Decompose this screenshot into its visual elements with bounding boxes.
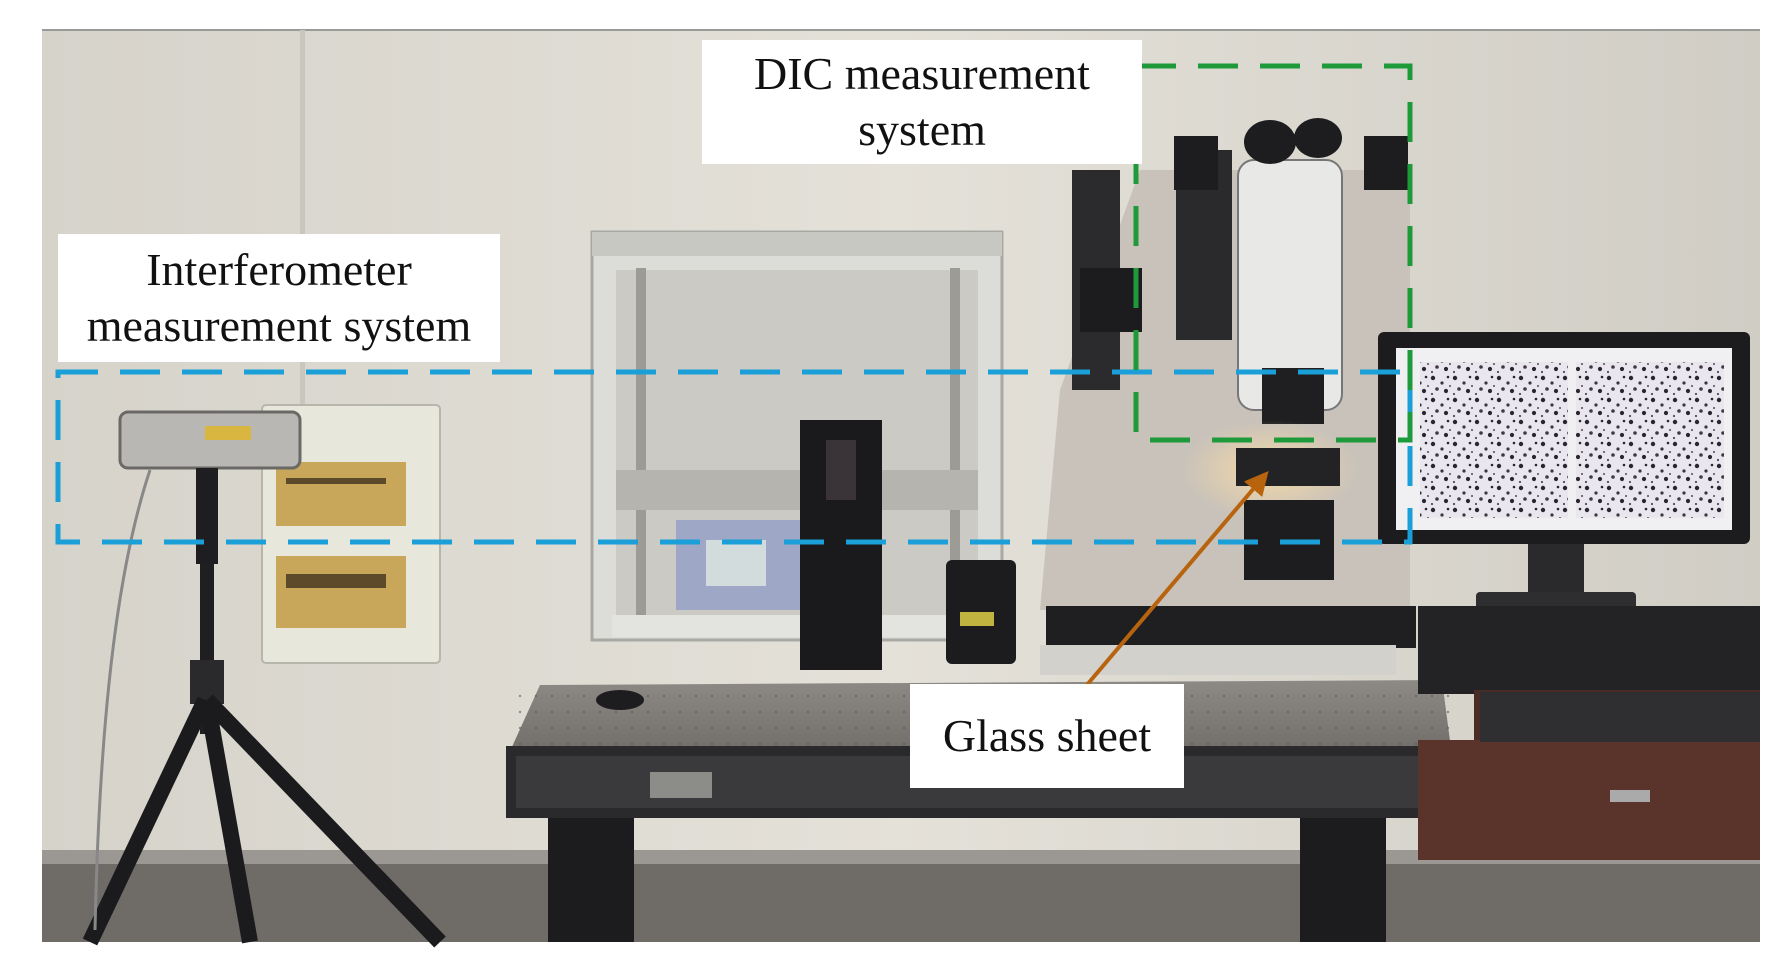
interferometer-label: Interferometer measurement system [58,234,500,362]
wall-panel [261,404,441,664]
interferometer-label-line1: Interferometer [146,243,412,295]
interferometer-tripod [82,410,446,948]
table-instruments [800,420,1016,670]
computer-monitor [1378,332,1760,860]
glass-sheet-label-text: Glass sheet [942,709,1152,761]
glass-sheet-arrow [1084,470,1269,688]
interferometer-label-line2: measurement system [86,300,472,351]
equipment-rack [590,230,1004,642]
glass-sheet-label: Glass sheet [910,684,1184,788]
dic-region-box [1133,63,1413,443]
dic-label-line2: system [858,104,986,155]
dic-label-line1: DIC measurement [754,47,1090,99]
dic-label: DIC measurement system [702,40,1142,164]
interferometer-region-box [55,369,1413,545]
dic-rig [1040,118,1416,675]
